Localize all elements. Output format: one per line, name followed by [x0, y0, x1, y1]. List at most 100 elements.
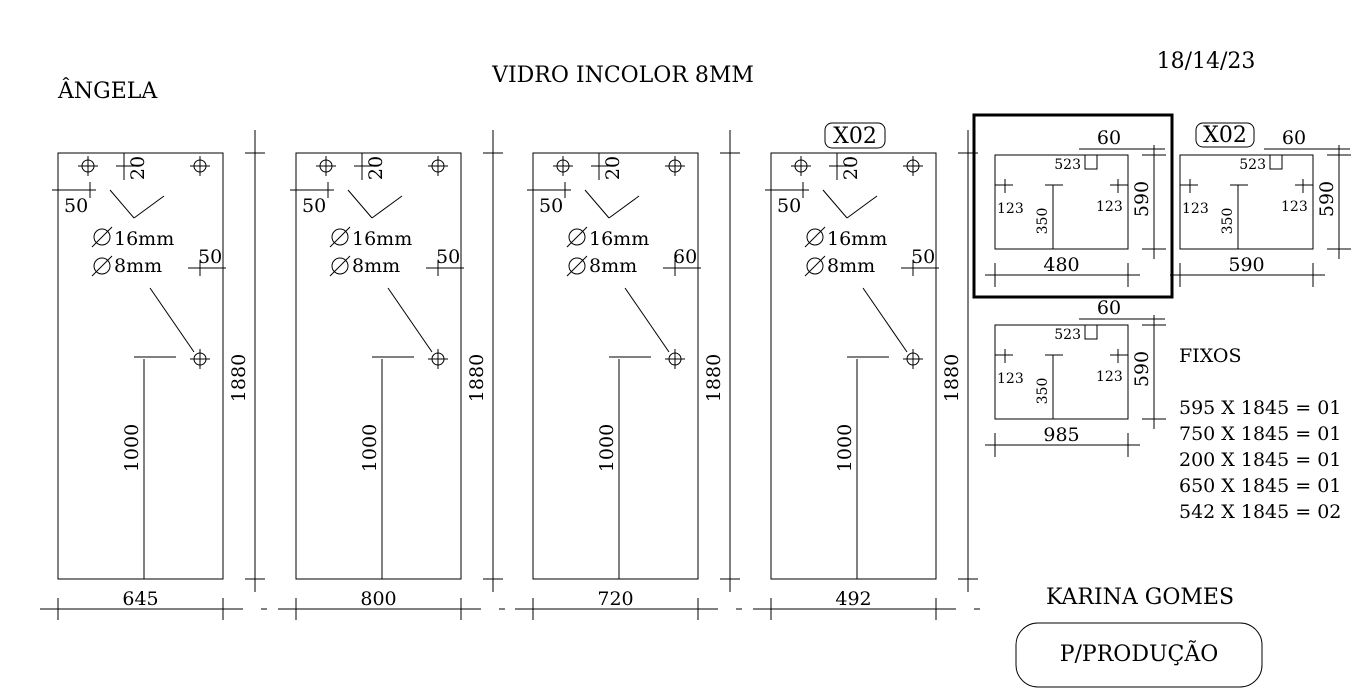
width-label: 645 [122, 588, 158, 610]
diameter-icon [804, 226, 826, 248]
left-side-label: 123 [997, 201, 1024, 217]
hole-offset-label: 60 [673, 246, 697, 268]
notch-label: 523 [1239, 157, 1266, 173]
diameter-circle [806, 257, 824, 275]
hole-height-label: 1000 [359, 424, 381, 472]
fixos-item: 595 X 1845 = 01 [1179, 397, 1341, 419]
hole-mark [190, 156, 210, 176]
width-label: 480 [1043, 254, 1079, 276]
diameter-circle [806, 228, 824, 246]
diameter-slash [91, 255, 113, 277]
leader-line [584, 189, 610, 219]
width-label: 800 [360, 588, 396, 610]
small-hole-label: 8mm [114, 255, 162, 277]
side-offset-label: 50 [539, 195, 563, 217]
notch-offset-label: 60 [1097, 127, 1121, 149]
height-label: 590 [1131, 351, 1153, 387]
hole-mark [903, 349, 923, 369]
diameter-icon [91, 255, 113, 277]
hole-mark [553, 156, 573, 176]
diameter-icon [329, 255, 351, 277]
quantity-tag: X02 [824, 122, 886, 149]
panel-outline [994, 324, 1129, 420]
top-offset-label: 20 [127, 156, 149, 180]
diameter-circle [331, 228, 349, 246]
stamp-box [1015, 622, 1263, 688]
height-label: 1880 [703, 354, 725, 402]
panel-outline [532, 152, 699, 580]
leader-line [624, 287, 670, 353]
top-offset-label: 20 [365, 156, 387, 180]
leader-line [109, 189, 135, 219]
leader-line [862, 287, 908, 353]
glass-panel: 20 50 16mm 8mm 50 1000 1880 645 [40, 130, 267, 620]
hole-height-label: 1000 [596, 424, 618, 472]
leader-line [347, 189, 373, 219]
leader-line [822, 189, 848, 219]
side-offset-label: 50 [64, 195, 88, 217]
big-hole-label: 16mm [114, 228, 174, 250]
panel-outline [295, 152, 462, 580]
quantity-tag-box [824, 122, 886, 149]
panel-outline [770, 152, 937, 580]
diameter-slash [329, 226, 351, 248]
hole-mark [665, 349, 685, 369]
diameter-icon [91, 226, 113, 248]
highlight-frame [972, 113, 1174, 299]
diameter-icon [329, 226, 351, 248]
leader-line [371, 195, 403, 219]
right-side-label: 123 [1096, 199, 1123, 215]
diameter-circle [568, 228, 586, 246]
fixos-item: 750 X 1845 = 01 [1179, 423, 1341, 445]
hole-mark [428, 156, 448, 176]
date: 18/14/23 [1157, 49, 1256, 74]
width-label: 985 [1043, 424, 1079, 446]
notch-mark [1084, 154, 1098, 170]
diameter-slash [91, 226, 113, 248]
height-label: 1880 [466, 354, 488, 402]
notch-offset-label: 60 [1097, 297, 1121, 319]
diameter-circle [331, 257, 349, 275]
fixos-item: 650 X 1845 = 01 [1179, 475, 1341, 497]
side-offset-label: 50 [777, 195, 801, 217]
notch-offset-label: 60 [1282, 127, 1306, 149]
hole-offset-label: 50 [436, 246, 460, 268]
client-name-left: ÂNGELA [57, 77, 158, 104]
quantity-tag-box [1195, 122, 1255, 148]
small-hole-label: 8mm [589, 255, 637, 277]
diameter-circle [568, 257, 586, 275]
big-hole-label: 16mm [589, 228, 649, 250]
big-hole-label: 16mm [827, 228, 887, 250]
stamp-label: P/PRODUÇÃO [1060, 639, 1219, 667]
leader-line [387, 287, 433, 353]
leader-line [149, 287, 195, 353]
hole-height-label: 1000 [121, 424, 143, 472]
height-label: 1880 [228, 354, 250, 402]
quantity-tag: X02 [1195, 122, 1255, 148]
fixos-item: 200 X 1845 = 01 [1179, 449, 1341, 471]
tall-panels: 20 50 16mm 8mm 50 1000 1880 645 20 50 16mm 8mm 50 100… [40, 122, 980, 620]
fixos-item: 542 X 1845 = 02 [1179, 501, 1341, 523]
quantity-tag-label: X02 [833, 124, 877, 149]
panel-outline [994, 154, 1129, 250]
right-side-label: 123 [1096, 369, 1123, 385]
left-side-label: 123 [1182, 201, 1209, 217]
diameter-icon [566, 255, 588, 277]
hole-offset-label: 50 [198, 246, 222, 268]
panel-outline [1179, 154, 1314, 250]
left-side-label: 123 [997, 371, 1024, 387]
material-title: VIDRO INCOLOR 8MM [491, 63, 754, 88]
big-hole-label: 16mm [352, 228, 412, 250]
diameter-icon [804, 255, 826, 277]
client-name-right: KARINA GOMES [1046, 585, 1234, 610]
notch-label: 523 [1054, 157, 1081, 173]
hole-mark [903, 156, 923, 176]
quantity-tag-label: X02 [1203, 123, 1247, 148]
hole-offset-label: 50 [911, 246, 935, 268]
